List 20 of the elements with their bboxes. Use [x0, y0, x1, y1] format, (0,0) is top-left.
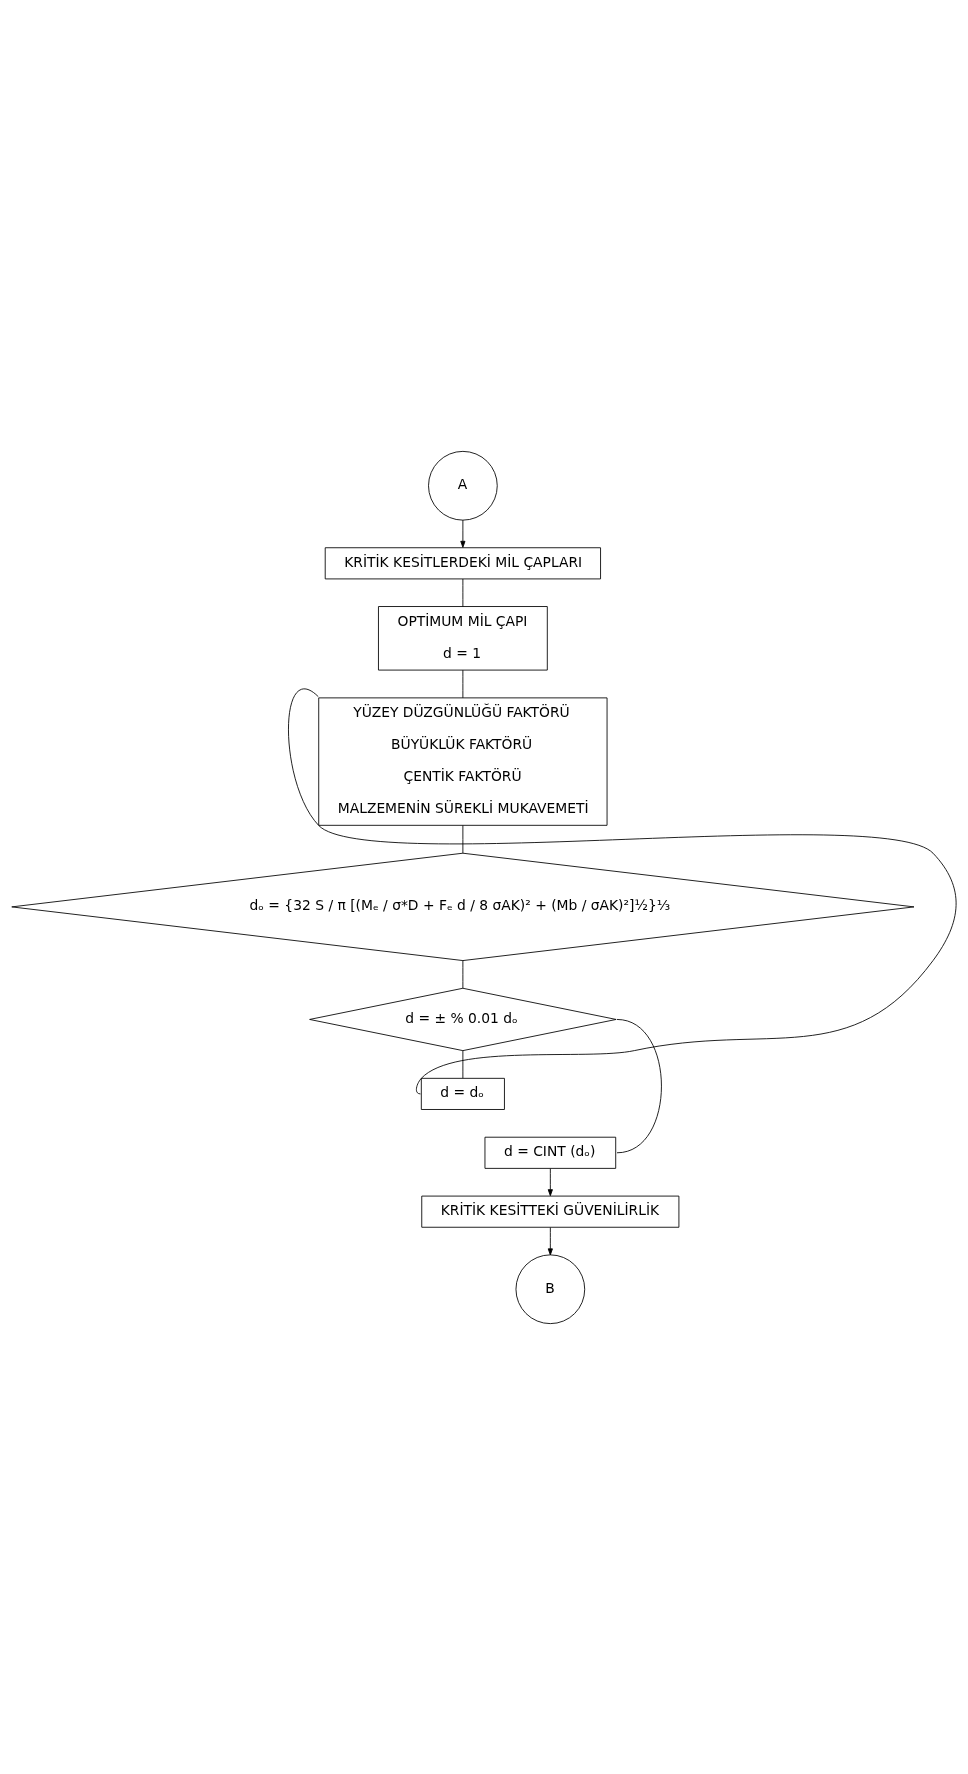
node-circle: A	[428, 450, 498, 521]
connector	[616, 1018, 662, 1153]
connector	[462, 669, 464, 698]
node-box: d = CINT (dₒ)	[484, 1136, 617, 1169]
node-box: KRİTİK KESİTTEKİ GÜVENİLİRLİK	[421, 1195, 680, 1228]
connector	[462, 959, 464, 989]
node-box: KRİTİK KESİTLERDEKİ MİL ÇAPLARI	[324, 546, 601, 579]
connector	[288, 688, 957, 1094]
node-diamond: dₒ = {32 S / π [(Mₑ / σ*D + Fₑ d / 8 σAK)² + (Mb / σAK)²]½}⅓	[11, 852, 915, 961]
arrow	[547, 1226, 553, 1255]
node-box: OPTİMUM MİL ÇAPI d = 1	[378, 605, 548, 670]
connector	[462, 1049, 464, 1079]
node-box: d = dₒ	[420, 1077, 505, 1110]
arrow	[460, 519, 466, 548]
connector	[462, 824, 464, 854]
node-circle: B	[515, 1253, 586, 1324]
arrow	[547, 1167, 553, 1196]
node-box: YÜZEY DÜZGÜNLÜĞÜ FAKTÖRÜ BÜYÜKLÜK FAKTÖRÜ ÇENTİK FAKTÖRÜ MALZEMENİN SÜREKLİ MUKAVEMETİ	[318, 696, 608, 826]
node-diamond: d = ± % 0.01 dₒ	[309, 987, 617, 1051]
connector	[462, 578, 464, 607]
